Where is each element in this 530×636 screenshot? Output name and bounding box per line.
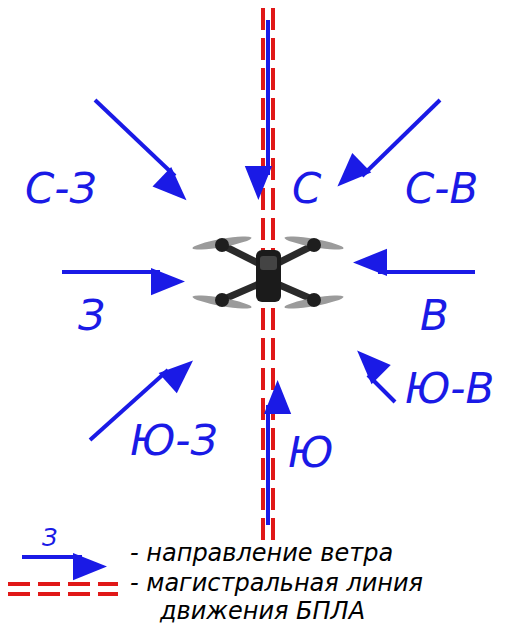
drone-illustration <box>192 234 344 311</box>
legend-sample-label: З <box>42 526 57 550</box>
wind-direction-label: С <box>292 168 321 210</box>
wind-direction-label: С-В <box>405 168 478 210</box>
wind-direction-label: Ю-В <box>405 368 494 410</box>
wind-direction-label: С-З <box>25 168 96 210</box>
wind-direction-label: Ю-З <box>130 420 217 462</box>
legend-text: - магистральная линия движения БПЛА <box>130 570 520 625</box>
wind-direction-label: В <box>420 295 449 337</box>
wind-direction-label: З <box>78 295 105 337</box>
wind-arrows <box>62 20 475 525</box>
legend-text: - направление ветра <box>130 540 520 568</box>
wind-direction-label: Ю <box>288 432 333 474</box>
legend-samples <box>8 557 118 594</box>
